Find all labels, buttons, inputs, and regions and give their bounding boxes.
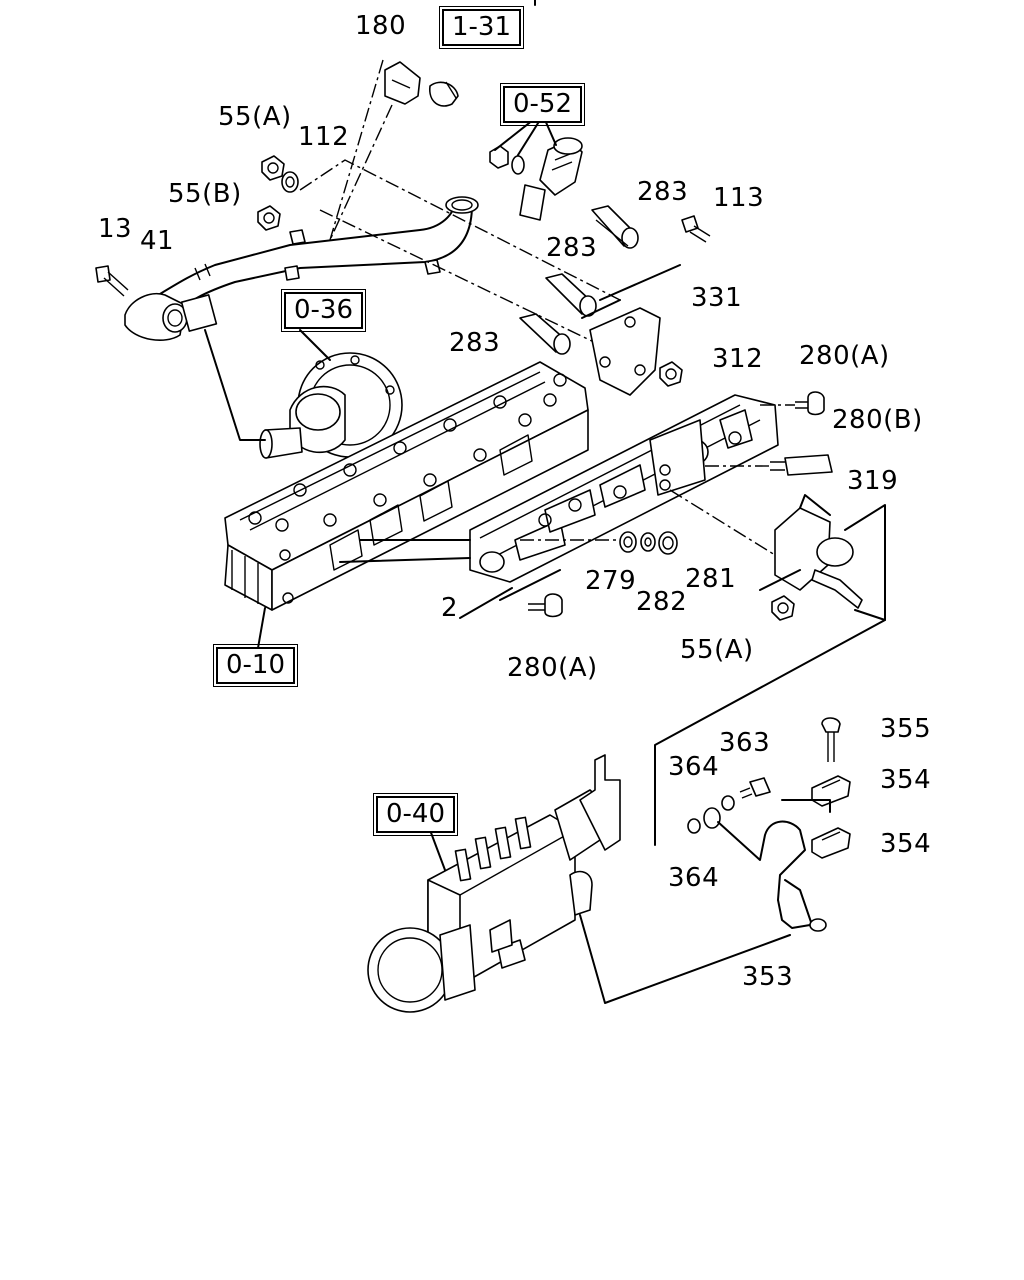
label-281: 281 [685,564,737,594]
bolt-113 [681,215,711,243]
washer-364-lower [687,818,701,834]
label-363: 363 [719,728,771,758]
label-279: 279 [585,566,637,596]
bolt-363 [739,777,771,799]
cylinder-head-0-10 [224,361,589,649]
ref-box-0-36: 0-36 [280,289,367,332]
ref-box-0-10: 0-10 [212,644,299,687]
bolt-280a-lower [528,593,563,618]
bracket-319 [669,489,886,621]
turbo-0-36 [204,329,403,459]
label-364-a: 364 [668,752,720,782]
nozzle-holders-283 [519,205,639,355]
label-319: 319 [847,466,899,496]
label-282: 282 [636,587,688,617]
bolt-13 [95,265,129,297]
label-55a-top: 55(A) [218,102,292,132]
clamp-180 [384,61,459,107]
ref-box-0-40: 0-40 [372,793,459,836]
label-55b: 55(B) [168,179,242,209]
washers-279-282-281 [520,531,678,555]
label-331: 331 [691,283,743,313]
label-280a-right: 280(A) [799,341,890,371]
bracket-331 [581,264,683,396]
nuts-washers-top [257,155,299,231]
injector-nozzle-group [489,0,583,221]
bolt-355 [821,717,841,762]
washer-364-upper [721,795,735,811]
label-283-a: 283 [637,177,689,207]
label-13: 13 [98,214,133,244]
label-354-b: 354 [880,829,932,859]
label-353: 353 [742,962,794,992]
label-283-c: 283 [449,328,501,358]
label-280a-bottom: 280(A) [507,653,598,683]
label-312: 312 [712,344,764,374]
label-55a-bottom: 55(A) [680,635,754,665]
ref-box-1-31: 1-31 [438,6,525,49]
stud-280b [705,454,833,476]
label-41: 41 [140,226,175,256]
ref-box-0-52: 0-52 [499,83,586,126]
label-112: 112 [298,122,350,152]
label-364-b: 364 [668,863,720,893]
injection-pump-0-40 [367,754,621,1013]
nut-55a-lower [759,569,801,621]
label-113: 113 [713,183,765,213]
label-180: 180 [355,11,407,41]
label-355: 355 [880,714,932,744]
label-283-b: 283 [546,233,598,263]
bolt-280a-right [760,391,825,416]
fuel-pipe-41 [124,196,479,341]
label-280b: 280(B) [832,405,923,435]
clip-354-lower [781,799,851,859]
label-354-a: 354 [880,765,932,795]
harness-353 [703,807,827,932]
label-2: 2 [441,593,459,623]
